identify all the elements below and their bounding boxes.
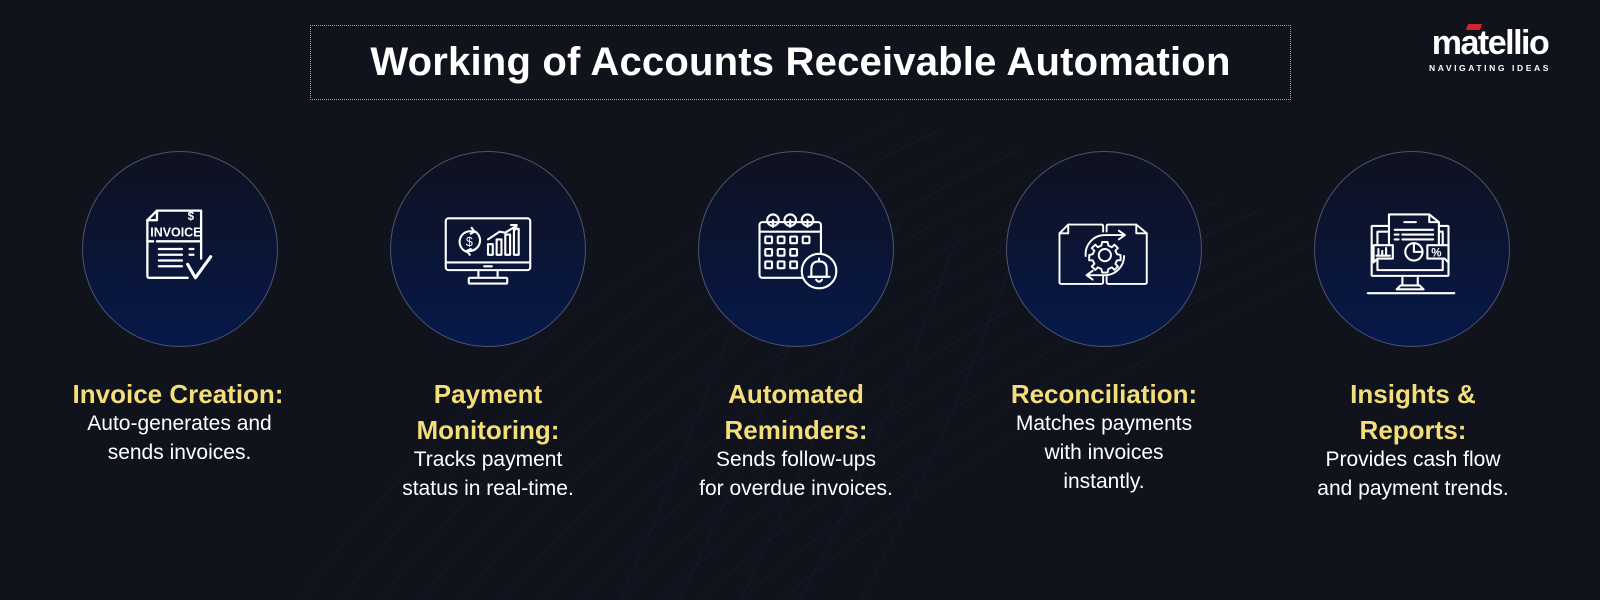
step-circle-automated-reminders — [698, 151, 894, 347]
step-circle-reconciliation — [1006, 151, 1202, 347]
step-desc-line: Sends follow-ups — [716, 448, 876, 471]
step-desc-line: and payment trends. — [1317, 477, 1509, 500]
step-desc-line: sends invoices. — [107, 441, 252, 464]
step-desc-payment-monitoring: Tracks payment status in real-time. — [360, 445, 616, 503]
step-title-line: Insights & — [1350, 379, 1476, 409]
report-monitor-icon: % — [1366, 213, 1456, 295]
invoice-document-icon: $ INVOICE — [146, 209, 213, 280]
step-desc-line: for overdue invoices. — [699, 477, 893, 500]
page-title: Working of Accounts Receivable Automatio… — [370, 40, 1231, 84]
step-title-line: Reconciliation: — [1010, 379, 1198, 409]
svg-text:$: $ — [188, 211, 195, 223]
step-desc-line: status in real-time. — [402, 477, 574, 500]
step-desc-reconciliation: Matches payments with invoices instantly… — [982, 409, 1226, 496]
step-title-line: Monitoring: — [416, 415, 560, 445]
step-circle-insights-reports: % — [1314, 151, 1510, 347]
step-title-line: Reports: — [1359, 415, 1467, 445]
step-title-line: Invoice Creation: — [72, 379, 284, 409]
step-title-reconciliation: Reconciliation: — [964, 376, 1244, 412]
step-desc-invoice-creation: Auto-generates and sends invoices. — [52, 409, 307, 467]
step-circle-invoice-creation: $ INVOICE — [82, 151, 278, 347]
svg-text:INVOICE: INVOICE — [150, 226, 201, 240]
svg-text:%: % — [1431, 248, 1441, 260]
documents-gear-sync-icon — [1058, 223, 1148, 285]
monitor-payment-chart-icon: $ — [444, 217, 532, 285]
logo-brand: matellio — [1420, 24, 1560, 62]
title-banner: Working of Accounts Receivable Automatio… — [310, 25, 1291, 100]
step-title-line: Reminders: — [724, 415, 868, 445]
step-title-automated-reminders: Automated Reminders: — [656, 376, 936, 448]
step-desc-line: with invoices — [1044, 441, 1164, 464]
step-title-line: Automated — [728, 379, 864, 409]
step-title-insights-reports: Insights & Reports: — [1273, 376, 1553, 448]
logo-brand-text: matellio — [1431, 24, 1550, 62]
step-desc-insights-reports: Provides cash flow and payment trends. — [1284, 445, 1542, 503]
step-desc-line: instantly. — [1063, 470, 1145, 493]
step-title-line: Payment — [433, 379, 543, 409]
step-title-payment-monitoring: Payment Monitoring: — [348, 376, 628, 448]
calendar-bell-icon — [758, 213, 838, 290]
step-title-invoice-creation: Invoice Creation: — [38, 376, 318, 412]
step-desc-automated-reminders: Sends follow-ups for overdue invoices. — [660, 445, 932, 503]
step-desc-line: Tracks payment — [413, 448, 563, 471]
matellio-logo: matellio NAVIGATING IDEAS — [1420, 24, 1560, 76]
svg-text:$: $ — [466, 235, 473, 249]
step-circle-payment-monitoring: $ — [390, 151, 586, 347]
step-desc-line: Auto-generates and — [87, 412, 272, 435]
step-desc-line: Matches payments — [1015, 412, 1193, 435]
logo-tagline: NAVIGATING IDEAS — [1428, 63, 1552, 73]
step-desc-line: Provides cash flow — [1325, 448, 1501, 471]
